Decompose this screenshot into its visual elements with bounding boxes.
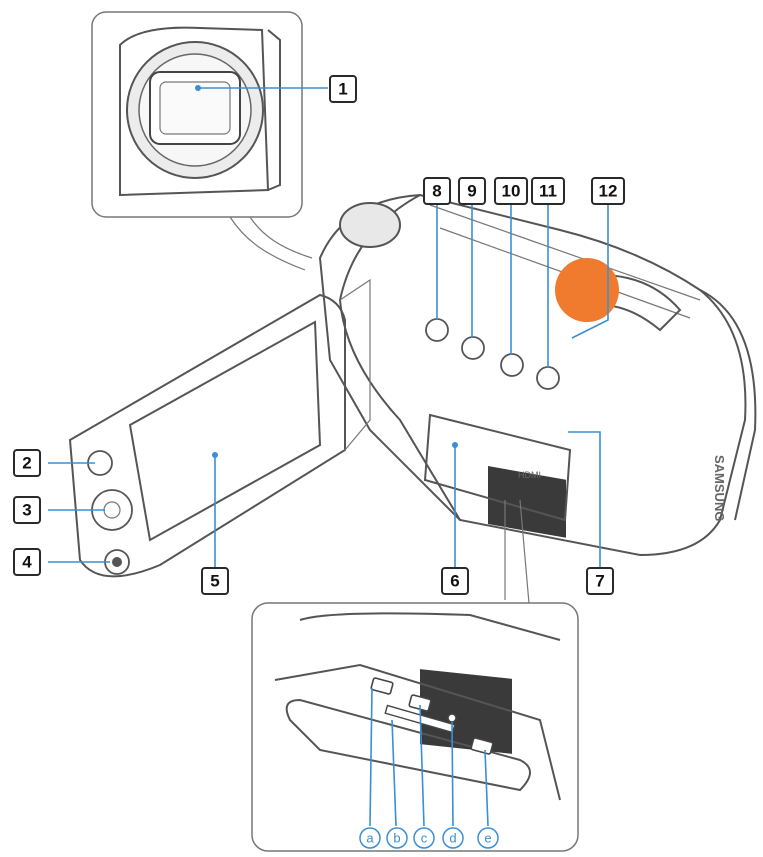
callout-9: 9 (458, 177, 486, 205)
callout-5-label: 5 (210, 572, 219, 591)
inset-speaker-grille (420, 669, 512, 754)
lcd-panel (68, 278, 371, 578)
port-label-c: c (413, 827, 435, 849)
camcorder-body: SAMSUNG HDMI (318, 193, 757, 557)
port-d-jack (447, 713, 457, 723)
hdmi-engraving: HDMI (518, 470, 541, 480)
leader-lines (48, 205, 609, 568)
body-button-11 (536, 366, 560, 390)
port-label-e: e (477, 827, 499, 849)
callout-11-label: 11 (539, 182, 557, 201)
callout-10: 10 (494, 177, 528, 205)
ports-inset (251, 499, 579, 852)
speaker-grille (488, 466, 566, 538)
port-label-b-text: b (393, 831, 400, 846)
highlight-marker (555, 258, 619, 322)
body-button-8 (425, 318, 449, 342)
port-label-e-text: e (484, 831, 491, 846)
callout-11: 11 (531, 177, 565, 205)
callout-7: 7 (586, 567, 614, 595)
body-button-10 (500, 353, 524, 377)
body-button-9 (461, 336, 485, 360)
callout-3-label: 3 (22, 501, 31, 520)
port-a-socket (370, 677, 394, 695)
callout-5: 5 (201, 567, 229, 595)
port-label-a-text: a (366, 831, 374, 846)
callout-2-label: 2 (22, 454, 31, 473)
lens-inset (91, 11, 328, 271)
callout-12: 12 (591, 177, 625, 205)
callout-2: 2 (13, 449, 41, 477)
callout-9-label: 9 (467, 182, 476, 201)
callout-6: 6 (441, 567, 469, 595)
callout-4: 4 (13, 548, 41, 576)
callout-8: 8 (423, 177, 451, 205)
callout-4-label: 4 (22, 553, 32, 572)
port-e-socket (470, 737, 494, 755)
callout-6-label: 6 (450, 572, 459, 591)
port-label-a: a (359, 827, 381, 849)
callout-10-label: 10 (502, 182, 521, 201)
callout-3: 3 (13, 496, 41, 524)
port-label-d-text: d (449, 831, 456, 846)
callout-12-label: 12 (599, 182, 618, 201)
callout-7-label: 7 (595, 572, 604, 591)
port-c-socket (408, 694, 432, 712)
callout-1-label: 1 (338, 80, 347, 99)
callout-8-label: 8 (432, 182, 441, 201)
callout-1: 1 (329, 75, 357, 103)
port-label-d: d (442, 827, 464, 849)
port-label-c-text: c (421, 831, 428, 846)
brand-engraving: SAMSUNG (712, 455, 727, 521)
port-label-b: b (386, 827, 408, 849)
